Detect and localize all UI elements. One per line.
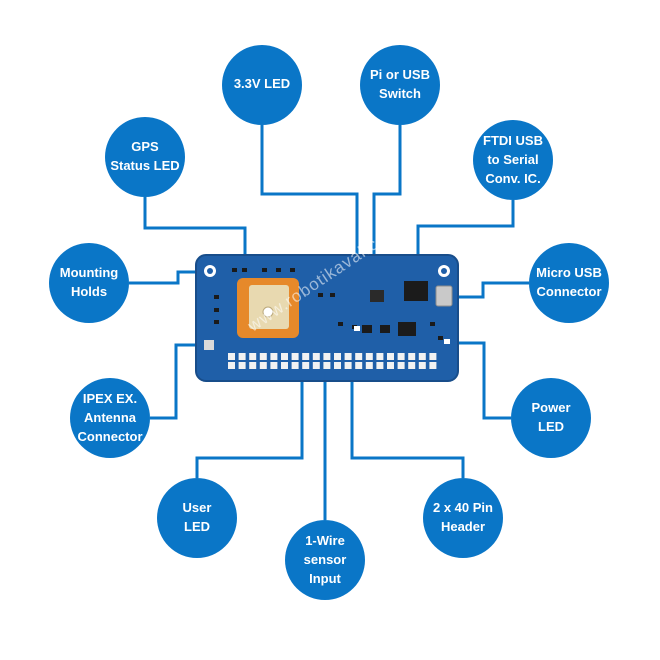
header-pin-1-0 <box>228 362 235 369</box>
gps-feed-point <box>262 306 274 318</box>
micro-usb-port <box>435 285 453 307</box>
smd-part-0 <box>232 268 237 272</box>
header-pin-0-11 <box>344 353 352 360</box>
callout-label-one-wire: 1-Wire sensor Input <box>303 533 347 586</box>
header-pin-1-2 <box>249 362 257 369</box>
mounting-hole-center-0 <box>207 268 213 274</box>
header-pin-0-19 <box>429 353 437 360</box>
header-pin-0-8 <box>312 353 320 360</box>
header-pin-0-7 <box>302 353 310 360</box>
callout-bubble-mounting-holds <box>49 243 129 323</box>
header-pin-0-6 <box>291 353 299 360</box>
header-pin-0-18 <box>418 353 426 360</box>
callout-bubble-user-led <box>157 478 237 558</box>
regulator-chip <box>398 322 416 336</box>
callout-label-pin-header: 2 x 40 Pin Header <box>433 500 493 534</box>
callout-bubble-gps-status-led <box>105 117 185 197</box>
header-pin-1-12 <box>355 362 363 369</box>
gps-board <box>195 254 459 382</box>
callout-label-gps-status-led: GPS Status LED <box>110 139 180 173</box>
smd-part-5 <box>214 295 219 299</box>
header-pin-0-1 <box>238 353 246 360</box>
header-pin-1-5 <box>281 362 288 369</box>
smd-part-9 <box>330 293 335 297</box>
ftdi-chip <box>404 281 428 301</box>
callout-bubble-ftdi-usb <box>473 120 553 200</box>
header-pin-1-18 <box>418 362 426 369</box>
header-pin-1-6 <box>291 362 299 369</box>
smd-part-1 <box>242 268 247 272</box>
leader-line-mounting-holds <box>129 270 208 285</box>
callout-bubble-power-led <box>511 378 591 458</box>
callout-label-ftdi-usb: FTDI USB to Serial Conv. IC. <box>483 133 543 186</box>
header-pin-0-15 <box>387 353 394 360</box>
leader-line-pin-header <box>350 373 465 478</box>
switch-chip <box>370 290 384 302</box>
smd-part-10 <box>338 322 343 326</box>
header-pin-0-13 <box>365 353 373 360</box>
3v3-led-part <box>354 326 360 331</box>
smd-part-7 <box>214 320 219 324</box>
callout-label-micro-usb: Micro USB Connector <box>536 265 602 299</box>
small-part-a <box>362 325 372 333</box>
header-pin-1-14 <box>376 362 384 369</box>
smd-part-4 <box>290 268 295 272</box>
callout-bubble-3v3-led <box>222 45 302 125</box>
callout-label-mounting-holds: Mounting Holds <box>59 265 119 299</box>
callout-label-ipex-antenna: IPEX EX. Antenna Connector <box>77 391 143 444</box>
header-pin-0-5 <box>281 353 288 360</box>
ipex-connector <box>204 340 214 350</box>
smd-part-3 <box>276 268 281 272</box>
callout-label-3v3-led: 3.3V LED <box>233 76 291 91</box>
header-pin-1-16 <box>397 362 405 369</box>
callout-bubbles <box>49 45 609 600</box>
small-part-b <box>380 325 390 333</box>
header-pin-1-7 <box>302 362 310 369</box>
header-pin-0-3 <box>259 353 267 360</box>
leader-line-user-led <box>195 373 304 478</box>
leader-line-gps-status-led <box>143 197 247 268</box>
header-pin-1-8 <box>312 362 320 369</box>
header-pin-1-3 <box>259 362 267 369</box>
mounting-hole-center-1 <box>441 268 447 274</box>
smd-part-6 <box>214 308 219 312</box>
callout-bubble-pi-or-usb-switch <box>360 45 440 125</box>
header-pin-0-4 <box>270 353 278 360</box>
header-pin-1-10 <box>334 362 341 369</box>
leader-line-ipex-antenna <box>150 343 208 420</box>
header-pin-1-9 <box>323 362 331 369</box>
header-pin-0-14 <box>376 353 384 360</box>
header-pin-1-19 <box>429 362 437 369</box>
callout-label-user-led: User LED <box>182 500 212 534</box>
header-pin-1-13 <box>365 362 373 369</box>
header-pin-0-0 <box>228 353 235 360</box>
smd-part-13 <box>438 336 443 340</box>
callout-bubble-micro-usb <box>529 243 609 323</box>
pin-header-part <box>228 353 437 369</box>
header-pin-0-16 <box>397 353 405 360</box>
smd-part-8 <box>318 293 323 297</box>
power-led-part <box>444 339 450 344</box>
callout-label-power-led: Power LED <box>531 400 571 434</box>
callout-bubble-ipex-antenna <box>70 378 150 458</box>
leader-line-micro-usb <box>452 281 529 299</box>
header-pin-0-17 <box>408 353 416 360</box>
header-pin-0-10 <box>334 353 341 360</box>
callout-bubble-pin-header <box>423 478 503 558</box>
leader-line-power-led <box>444 341 511 420</box>
header-pin-0-12 <box>355 353 363 360</box>
smd-part-12 <box>430 322 435 326</box>
leader-line-pi-or-usb-switch <box>372 125 402 298</box>
callout-bubble-one-wire <box>285 520 365 600</box>
callout-label-pi-or-usb-switch: Pi or USB Switch <box>370 67 430 101</box>
smd-part-2 <box>262 268 267 272</box>
header-pin-1-17 <box>408 362 416 369</box>
header-pin-0-2 <box>249 353 257 360</box>
header-pin-1-1 <box>238 362 246 369</box>
header-pin-0-9 <box>323 353 331 360</box>
header-pin-1-15 <box>387 362 394 369</box>
header-pin-1-11 <box>344 362 352 369</box>
header-pin-1-4 <box>270 362 278 369</box>
